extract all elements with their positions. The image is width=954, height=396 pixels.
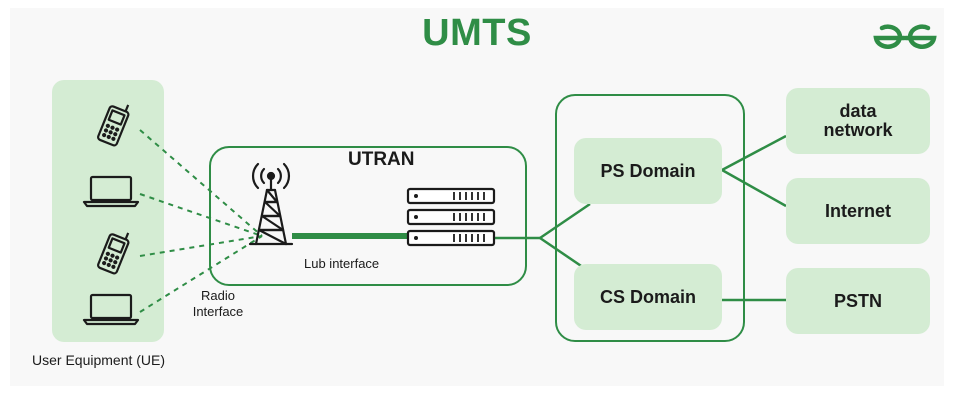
pstn-box: PSTN (786, 268, 930, 334)
server-rack-icon (406, 187, 496, 247)
mobile-phone-icon (97, 104, 130, 147)
utran-box (209, 146, 527, 286)
internet-box: Internet (786, 178, 930, 244)
diagram-title: UMTS (422, 12, 532, 54)
user-equipment-box (52, 80, 164, 342)
radio-link-2 (139, 193, 263, 237)
radio-tower-icon (248, 162, 294, 246)
ps-to-internet (721, 168, 787, 208)
lub-interface-label: Lub interface (304, 256, 380, 271)
core-network-box (555, 94, 745, 342)
cs-domain-box: CS Domain (574, 264, 722, 330)
user-equipment-label: User Equipment (UE) (32, 352, 166, 368)
mobile-phone-icon (97, 232, 130, 275)
utran-title: UTRAN (348, 149, 415, 170)
link-to-ps (539, 202, 591, 240)
radio-link-4 (139, 235, 263, 313)
data-network-box: data network (786, 88, 930, 154)
laptop-icon (82, 293, 140, 326)
ps-to-data-network (721, 134, 787, 172)
data-network-line2: network (823, 120, 893, 140)
radio-link-1 (139, 129, 263, 237)
radio-interface-line1: Radio (201, 288, 235, 303)
radio-link-3 (139, 235, 263, 257)
laptop-icon (82, 175, 140, 208)
radio-interface-label: Radio Interface (172, 288, 264, 320)
ps-domain-box: PS Domain (574, 138, 722, 204)
data-network-line1: data (839, 101, 877, 121)
radio-interface-line2: Interface (192, 304, 244, 319)
gfg-logo-icon (873, 24, 937, 49)
